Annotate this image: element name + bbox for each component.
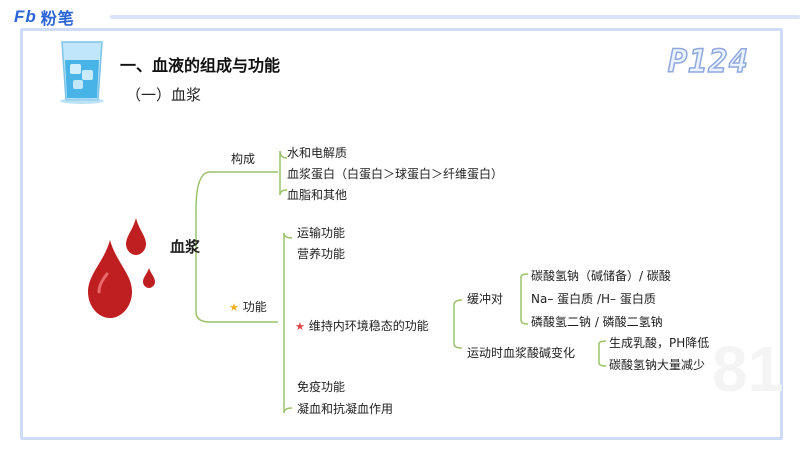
function-label: ★ 功能 (229, 300, 267, 315)
buffer-item: 磷酸氢二钠 / 磷酸二氢钠 (531, 315, 663, 329)
watermark: 81 (712, 333, 784, 405)
function-item: 运输功能 (297, 226, 346, 240)
homeostasis-label-text: 维持内环境稳态的功能 (308, 319, 429, 333)
composition-item: 水和电解质 (287, 146, 348, 160)
water-glass-icon (60, 41, 104, 104)
buffer-item: 碳酸氢钠（碱储备）/ 碳酸 (531, 269, 671, 283)
buffer-label: 缓冲对 (467, 292, 504, 306)
composition-item: 血浆蛋白（白蛋白＞球蛋白＞纤维蛋白） (287, 167, 504, 181)
function-label-text: 功能 (242, 300, 267, 314)
homeostasis-label: ★ 维持内环境稳态的功能 (295, 319, 429, 334)
section-subtitle: （一）血浆 (126, 86, 202, 104)
blood-drops-icon (88, 218, 155, 318)
function-item: 营养功能 (297, 247, 346, 261)
composition-item: 血脂和其他 (287, 188, 348, 202)
header-rule (110, 15, 800, 19)
composition-label: 构成 (231, 152, 256, 166)
function-item: 免疫功能 (297, 380, 346, 394)
section-title: 一、血液的组成与功能 (120, 56, 281, 75)
exercise-item: 生成乳酸，PH降低 (609, 336, 710, 350)
page-number: P124 (667, 41, 750, 81)
brand-logo: Fb 粉笔 (14, 6, 75, 28)
logo-text: 粉笔 (40, 9, 75, 28)
star-icon: ★ (229, 301, 239, 314)
logo-mark: Fb (14, 7, 37, 26)
function-item: 凝血和抗凝血作用 (297, 402, 394, 416)
slide-frame (20, 28, 783, 440)
exercise-item: 碳酸氢钠大量减少 (609, 358, 706, 372)
exercise-label: 运动时血浆酸碱变化 (467, 346, 576, 360)
buffer-item: Na– 蛋白质 /H– 蛋白质 (531, 292, 656, 306)
mindmap-root: 血浆 (170, 238, 201, 256)
star-icon: ★ (295, 320, 305, 333)
